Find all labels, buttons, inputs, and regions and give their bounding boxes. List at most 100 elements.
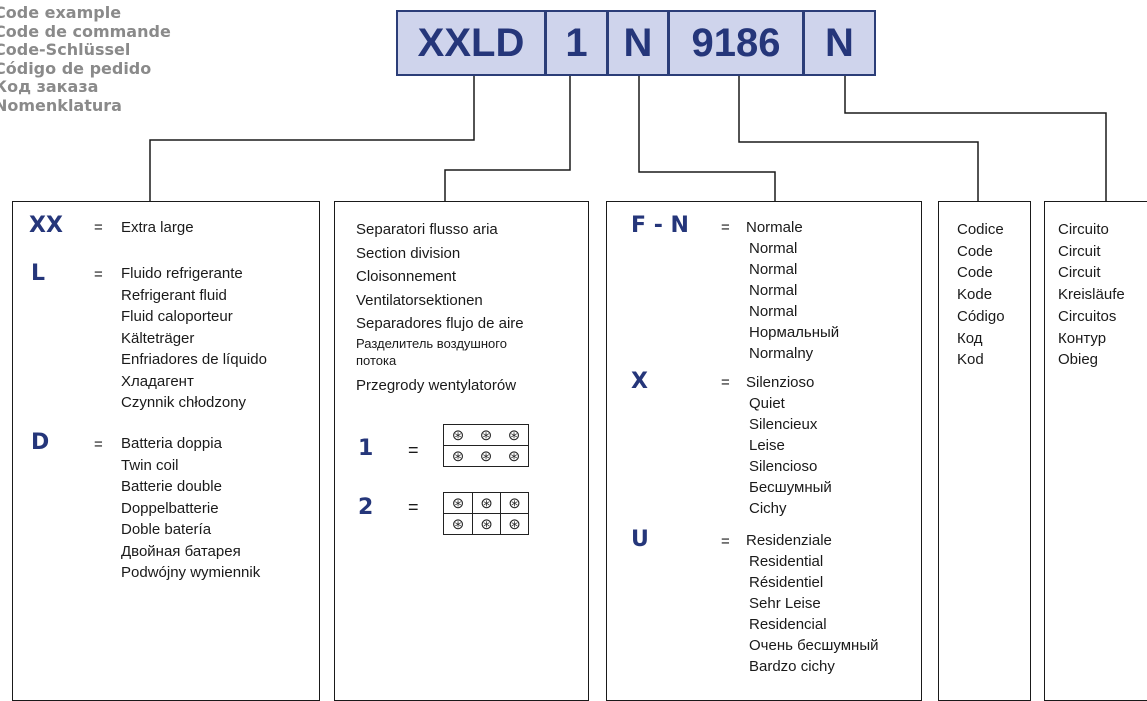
fan-icon: ⊛ (479, 448, 493, 465)
list-item: Bardzo cichy (749, 658, 835, 675)
code-segment-code: 9186 (669, 10, 804, 76)
list-item: Batterie double (121, 478, 222, 495)
connector-line (149, 76, 475, 202)
list-item: Separatori flusso aria (356, 221, 498, 238)
connector-line (738, 76, 979, 202)
fan-icon: ⊛ (451, 495, 465, 512)
list-item: Контур (1058, 329, 1107, 347)
fan-layout-divided: ⊛⊛⊛ ⊛⊛⊛ (443, 492, 529, 535)
list-item: Przegrody wentylatorów (356, 376, 517, 394)
symbol-x: X (631, 369, 648, 394)
code-segment-division: 1 (546, 10, 608, 76)
box-circuit (1044, 201, 1147, 701)
list-residential: Residenziale Residential Résidentiel Seh… (746, 530, 878, 677)
fan-layout-single: ⊛⊛⊛ ⊛⊛⊛ (443, 424, 529, 467)
list-item: Código (957, 307, 1005, 325)
title-line: Nomenklatura (0, 95, 122, 115)
fan-icon: ⊛ (451, 427, 465, 444)
code-segment-version: N (608, 10, 669, 76)
equals-sign: = (408, 497, 419, 517)
list-item: Normale (746, 219, 803, 236)
list-item: Normal (749, 303, 798, 320)
list-item: Twin coil (121, 456, 179, 474)
fan-icon: ⊛ (472, 493, 500, 513)
list-item: Doppelbatterie (121, 499, 219, 517)
list-twin-coil: Batteria doppia Twin coil Batterie doubl… (121, 433, 260, 584)
list-item: Codice (957, 221, 1004, 238)
symbol-l: L (31, 261, 46, 286)
equals-sign: = (721, 374, 730, 391)
symbol-d: D (31, 430, 50, 455)
title-line: Code-Schlüssel (0, 40, 131, 59)
list-item: Code (957, 242, 993, 260)
list-item: потока (356, 352, 397, 368)
list-item: Бесшумный (749, 479, 832, 496)
list-item: Normal (749, 240, 798, 257)
list-item: Kode (957, 286, 993, 304)
list-item: Kreisläufe (1058, 286, 1125, 304)
list-item: Normal (749, 282, 798, 299)
list-item: Разделитель воздушного (356, 335, 507, 351)
list-code: Codice Code Code Kode Código Код Kod (957, 219, 1005, 371)
list-item: Очень бесшумный (749, 637, 879, 654)
list-item: Quiet (749, 395, 785, 412)
equals-sign: = (721, 533, 730, 550)
list-item: Silenzioso (746, 374, 815, 391)
code-segment-circuit: N (804, 10, 876, 76)
code-segment-model: XXLD (396, 10, 546, 76)
connector-line (444, 76, 571, 202)
list-item: Separadores flujo de aire (356, 315, 524, 332)
symbol-1: 1 (358, 436, 374, 461)
fan-icon: ⊛ (500, 514, 528, 534)
equals-sign: = (94, 219, 103, 236)
list-item: Residencial (749, 616, 827, 633)
list-item: Section division (356, 244, 461, 262)
list-item: Obieg (1058, 351, 1099, 369)
equals-sign: = (94, 436, 103, 453)
list-section-division: Separatori flusso aria Section division … (356, 218, 524, 397)
list-item: Circuito (1058, 221, 1109, 238)
list-item: Нормальный (749, 324, 840, 341)
list-item: Doble batería (121, 521, 212, 538)
list-item: Sehr Leise (749, 595, 821, 612)
fan-icon: ⊛ (472, 514, 500, 534)
title-line: Código de pedido (0, 58, 152, 78)
box-model (12, 201, 320, 701)
symbol-u: U (631, 527, 649, 552)
list-item: Kälteträger (121, 329, 195, 347)
list-quiet: Silenzioso Quiet Silencieux Leise Silenc… (746, 372, 832, 519)
equals-sign: = (408, 440, 419, 460)
label-extra-large: Extra large (121, 219, 194, 236)
fan-icon: ⊛ (451, 516, 465, 533)
list-item: Silencioso (749, 458, 818, 475)
list-item: Circuit (1058, 242, 1101, 260)
list-item: Leise (749, 437, 785, 454)
list-item: Silencieux (749, 416, 818, 433)
list-item: Fluid caloporteur (121, 308, 233, 325)
list-item: Podwójny wymiennik (121, 564, 261, 581)
list-item: Cichy (749, 500, 787, 517)
fan-icon: ⊛ (500, 493, 528, 513)
list-item: Хладагент (121, 372, 194, 390)
list-item: Fluido refrigerante (121, 265, 243, 282)
list-item: Kod (957, 351, 984, 369)
list-item: Enfriadores de líquido (121, 351, 267, 368)
list-item: Circuitos (1058, 307, 1117, 325)
fan-icon: ⊛ (507, 427, 521, 444)
title-block: Code example Code de commande Code-Schlü… (0, 3, 171, 115)
list-item: Двойная батарея (121, 542, 241, 560)
title-line: Code de commande (0, 21, 171, 41)
list-item: Normal (749, 261, 798, 278)
list-item: Residential (749, 553, 824, 570)
list-item: Код (957, 329, 983, 347)
equals-sign: = (94, 266, 103, 283)
list-item: Cloisonnement (356, 268, 457, 285)
box-code (938, 201, 1031, 701)
list-item: Ventilatorsektionen (356, 291, 483, 309)
list-item: Czynnik chłodzony (121, 394, 247, 411)
list-circuit: Circuito Circuit Circuit Kreisläufe Circ… (1058, 219, 1125, 371)
fan-icon: ⊛ (451, 448, 465, 465)
list-item: Code (957, 264, 993, 282)
connector-line (844, 76, 1107, 202)
